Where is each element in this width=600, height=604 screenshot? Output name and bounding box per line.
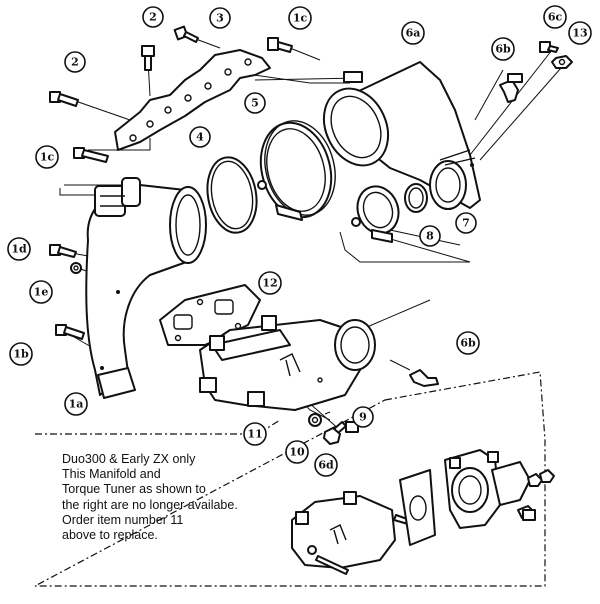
clamp-5: [257, 120, 336, 221]
svg-text:6b: 6b: [460, 337, 476, 350]
callout-7: 7: [455, 212, 477, 234]
exhaust-pipe-6a: [322, 61, 481, 210]
svg-text:10: 10: [289, 446, 305, 459]
svg-text:8: 8: [426, 230, 434, 243]
svg-text:2: 2: [71, 56, 79, 69]
callout-1c-top: 1c: [288, 6, 312, 30]
bolt-1c-left: [73, 147, 109, 163]
svg-text:13: 13: [572, 27, 587, 40]
note-line-6: above to replace.: [62, 528, 158, 543]
svg-text:6d: 6d: [318, 459, 334, 472]
bolt-1b: [55, 324, 85, 340]
svg-text:1d: 1d: [11, 243, 27, 256]
callout-1d: 1d: [7, 237, 31, 261]
washer-10: [308, 413, 322, 427]
note-line-1: Duo300 & Early ZX only: [62, 452, 196, 466]
svg-text:12: 12: [262, 277, 277, 290]
bracket-3: [114, 49, 271, 151]
callout-12: 12: [258, 271, 282, 295]
callout-4: 4: [189, 126, 211, 148]
svg-text:3: 3: [216, 12, 224, 25]
callout-1e: 1e: [29, 280, 53, 304]
nut-6d: [323, 427, 341, 445]
svg-text:4: 4: [196, 131, 204, 144]
svg-text:1e: 1e: [34, 286, 49, 299]
clamp-8: [351, 185, 400, 243]
callout-11: 11: [243, 422, 267, 446]
nut-13: [551, 55, 573, 69]
note-line-2: This Manifold and: [62, 467, 161, 482]
bolt-6c: [539, 41, 559, 53]
svg-text:6c: 6c: [548, 11, 563, 24]
svg-text:6b: 6b: [495, 43, 511, 56]
svg-text:2: 2: [149, 11, 157, 24]
callout-3: 3: [209, 7, 231, 29]
svg-text:11: 11: [247, 428, 262, 441]
bolts: [49, 25, 573, 445]
svg-text:7: 7: [462, 217, 470, 230]
replacement-note: Duo300 & Early ZX only This Manifold and…: [62, 452, 287, 543]
svg-text:1c: 1c: [40, 151, 55, 164]
svg-text:5: 5: [251, 97, 259, 110]
bolt-1d: [49, 244, 77, 258]
callout-13: 13: [568, 21, 592, 45]
callout-1b: 1b: [9, 342, 33, 366]
manifold-11: [199, 315, 376, 411]
inset-old-manifold: [291, 449, 555, 575]
callout-2-left: 2: [64, 51, 86, 73]
callout-8: 8: [419, 225, 441, 247]
bolt-2-top: [141, 45, 155, 71]
note-line-5: Order item number 11: [62, 512, 184, 527]
svg-text:1a: 1a: [69, 398, 84, 411]
gasket-ring-7: [404, 183, 428, 213]
bolt-top-left: [173, 25, 199, 43]
elbow-pipe-1a: [85, 177, 207, 399]
callout-6c: 6c: [543, 5, 567, 29]
note-line-3: Torque Tuner as shown to: [62, 482, 206, 497]
callout-9: 9: [352, 406, 374, 428]
inset-box-border: [34, 371, 546, 587]
callout-10: 10: [285, 440, 309, 464]
bolt-2-left: [49, 91, 79, 107]
note-line-4: the right are no longer availabe.: [62, 497, 238, 512]
callout-6a: 6a: [401, 21, 425, 45]
svg-text:1b: 1b: [13, 348, 29, 361]
svg-text:6a: 6a: [406, 27, 421, 40]
callout-6b-top: 6b: [491, 37, 515, 61]
gasket-ring-4: [206, 156, 258, 234]
fitting-6b-low: [409, 369, 439, 387]
callout-6b-low: 6b: [456, 331, 480, 355]
fitting-6b-top: [499, 73, 523, 103]
svg-text:1c: 1c: [293, 12, 308, 25]
callout-5: 5: [244, 92, 266, 114]
washer-1e: [70, 262, 82, 274]
bolt-1c-top: [267, 37, 293, 53]
callout-2-top: 2: [142, 6, 164, 28]
callout-6d: 6d: [314, 453, 338, 477]
callout-1c-left: 1c: [35, 145, 59, 169]
callout-1a: 1a: [64, 392, 88, 416]
svg-text:9: 9: [359, 411, 367, 424]
